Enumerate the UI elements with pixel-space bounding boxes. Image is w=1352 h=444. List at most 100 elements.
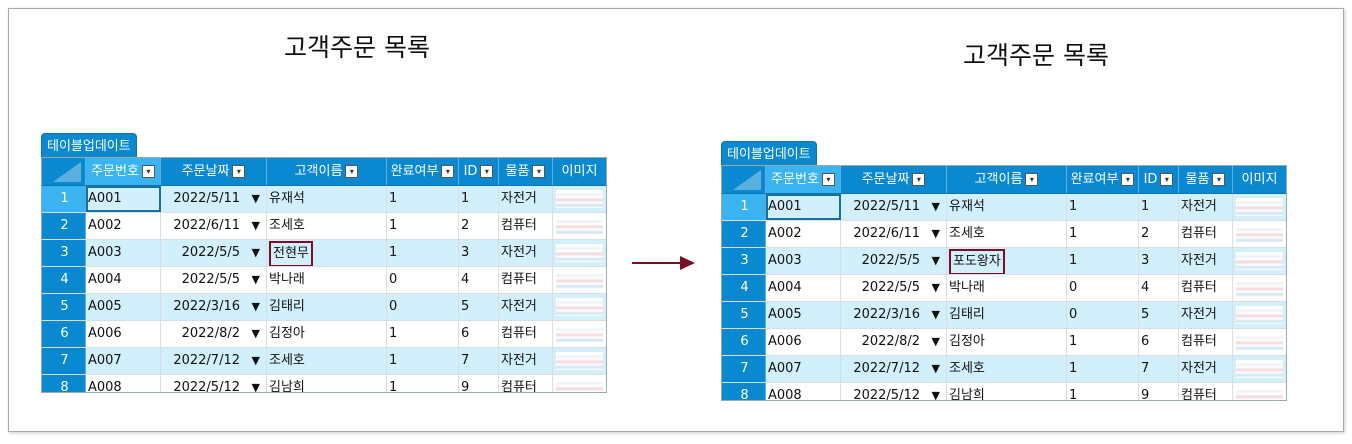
cell[interactable]: 조세호 bbox=[947, 356, 1067, 382]
cell[interactable]: 1 bbox=[387, 186, 459, 212]
cell[interactable]: 2022/5/5▼ bbox=[161, 267, 267, 293]
cell[interactable]: 2022/6/11▼ bbox=[161, 213, 267, 239]
cell[interactable]: 2022/5/11▼ bbox=[161, 186, 267, 212]
column-header[interactable]: 주문번호▾ bbox=[766, 166, 841, 193]
cell[interactable]: 5 bbox=[1139, 302, 1179, 328]
cell[interactable]: 1 bbox=[1067, 221, 1139, 247]
row-header[interactable]: 1 bbox=[722, 194, 766, 220]
cell[interactable]: 2022/7/12▼ bbox=[841, 356, 947, 382]
cell[interactable]: 김태리 bbox=[267, 294, 387, 320]
row-header[interactable]: 8 bbox=[722, 383, 766, 400]
cell-image[interactable] bbox=[553, 348, 606, 374]
date-dropdown-icon[interactable]: ▼ bbox=[931, 362, 940, 375]
cell[interactable]: 2022/5/5▼ bbox=[841, 275, 947, 301]
cell[interactable]: A006 bbox=[86, 321, 161, 347]
cell[interactable]: 컴퓨터 bbox=[499, 213, 553, 239]
cell[interactable]: 컴퓨터 bbox=[499, 375, 553, 392]
cell[interactable]: 1 bbox=[387, 240, 459, 266]
cell[interactable]: 1 bbox=[1139, 194, 1179, 220]
date-dropdown-icon[interactable]: ▼ bbox=[931, 308, 940, 321]
cell[interactable]: 유재석 bbox=[947, 194, 1067, 220]
cell[interactable]: 1 bbox=[387, 375, 459, 392]
cell[interactable]: 7 bbox=[459, 348, 499, 374]
cell[interactable]: 김남희 bbox=[267, 375, 387, 392]
cell[interactable]: A008 bbox=[86, 375, 161, 392]
cell[interactable]: 자전거 bbox=[499, 186, 553, 212]
filter-dropdown-icon[interactable]: ▾ bbox=[912, 173, 926, 186]
cell[interactable]: 0 bbox=[387, 294, 459, 320]
cell[interactable]: 자전거 bbox=[499, 294, 553, 320]
column-header[interactable]: 완료여부▾ bbox=[1067, 166, 1139, 193]
cell[interactable]: 1 bbox=[459, 186, 499, 212]
cell-image[interactable] bbox=[553, 294, 606, 320]
cell[interactable]: 2022/8/2▼ bbox=[841, 329, 947, 355]
date-dropdown-icon[interactable]: ▼ bbox=[251, 354, 260, 367]
cell-image[interactable] bbox=[553, 213, 606, 239]
cell[interactable]: 박나래 bbox=[267, 267, 387, 293]
cell-image[interactable] bbox=[553, 321, 606, 347]
row-header[interactable]: 6 bbox=[42, 321, 86, 347]
table-update-button[interactable]: 테이블업데이트 bbox=[41, 133, 137, 158]
cell[interactable]: 2022/5/12▼ bbox=[841, 383, 947, 401]
cell-image[interactable] bbox=[1233, 248, 1286, 274]
row-header[interactable]: 2 bbox=[722, 221, 766, 247]
cell[interactable]: 컴퓨터 bbox=[1179, 329, 1233, 355]
cell[interactable]: 자전거 bbox=[499, 348, 553, 374]
row-header[interactable]: 5 bbox=[722, 302, 766, 328]
column-header[interactable]: 물품▾ bbox=[499, 158, 553, 185]
row-header[interactable]: 8 bbox=[42, 375, 86, 392]
cell[interactable]: 유재석 bbox=[267, 186, 387, 212]
cell-image[interactable] bbox=[1233, 383, 1286, 400]
cell-image[interactable] bbox=[1233, 275, 1286, 301]
date-dropdown-icon[interactable]: ▼ bbox=[931, 254, 940, 267]
cell[interactable]: A006 bbox=[766, 329, 841, 355]
cell-image[interactable] bbox=[1233, 302, 1286, 328]
date-dropdown-icon[interactable]: ▼ bbox=[251, 381, 260, 393]
cell[interactable]: A002 bbox=[766, 221, 841, 247]
cell[interactable]: 김정아 bbox=[267, 321, 387, 347]
date-dropdown-icon[interactable]: ▼ bbox=[251, 327, 260, 340]
cell[interactable]: A007 bbox=[86, 348, 161, 374]
select-all-corner[interactable] bbox=[42, 158, 86, 185]
cell-image[interactable] bbox=[553, 267, 606, 293]
cell[interactable]: 2022/5/12▼ bbox=[161, 375, 267, 393]
row-header[interactable]: 3 bbox=[722, 248, 766, 274]
row-header[interactable]: 2 bbox=[42, 213, 86, 239]
cell[interactable]: 1 bbox=[387, 321, 459, 347]
cell[interactable]: 전현무 bbox=[267, 240, 387, 266]
row-header[interactable]: 5 bbox=[42, 294, 86, 320]
cell[interactable]: A004 bbox=[766, 275, 841, 301]
column-header[interactable]: 이미지 bbox=[1233, 166, 1286, 193]
cell[interactable]: A001 bbox=[766, 194, 841, 220]
column-header[interactable]: 주문날짜▾ bbox=[161, 158, 267, 185]
cell[interactable]: 컴퓨터 bbox=[1179, 275, 1233, 301]
cell[interactable]: 1 bbox=[1067, 356, 1139, 382]
cell[interactable]: 1 bbox=[1067, 329, 1139, 355]
column-header[interactable]: 주문번호▾ bbox=[86, 158, 161, 185]
column-header[interactable]: 고객이름▾ bbox=[267, 158, 387, 185]
row-header[interactable]: 6 bbox=[722, 329, 766, 355]
cell[interactable]: 0 bbox=[1067, 302, 1139, 328]
cell[interactable]: 9 bbox=[1139, 383, 1179, 400]
cell[interactable]: 1 bbox=[387, 348, 459, 374]
cell[interactable]: 자전거 bbox=[1179, 194, 1233, 220]
date-dropdown-icon[interactable]: ▼ bbox=[931, 389, 940, 401]
column-header[interactable]: ID▾ bbox=[459, 158, 499, 185]
column-header[interactable]: 고객이름▾ bbox=[947, 166, 1067, 193]
row-header[interactable]: 4 bbox=[722, 275, 766, 301]
cell[interactable]: 자전거 bbox=[1179, 302, 1233, 328]
cell[interactable]: 1 bbox=[1067, 194, 1139, 220]
date-dropdown-icon[interactable]: ▼ bbox=[251, 192, 260, 205]
cell[interactable]: A002 bbox=[86, 213, 161, 239]
cell[interactable]: 2022/3/16▼ bbox=[841, 302, 947, 328]
cell[interactable]: 0 bbox=[387, 267, 459, 293]
filter-dropdown-icon[interactable]: ▾ bbox=[141, 165, 155, 178]
